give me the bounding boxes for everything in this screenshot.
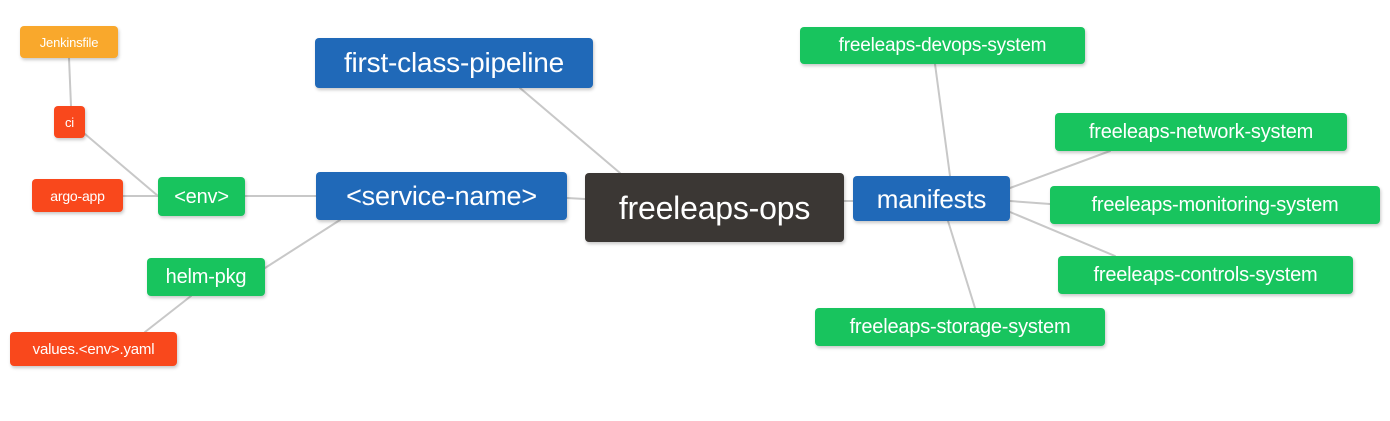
edge-service-name-to-freeleaps-ops [566, 197, 586, 200]
node-argo-app[interactable]: argo-app [32, 179, 123, 212]
edge-manifests-to-freeleaps-network-system [1009, 150, 1111, 189]
node-env[interactable]: <env> [158, 177, 245, 216]
node-freeleaps-network-system[interactable]: freeleaps-network-system [1055, 113, 1347, 151]
edge-values-yaml-to-helm-pkg [144, 295, 192, 333]
edge-first-class-pipeline-to-freeleaps-ops [519, 87, 621, 174]
node-values-yaml[interactable]: values.<env>.yaml [10, 332, 177, 366]
edge-manifests-to-freeleaps-storage-system [947, 220, 976, 309]
node-freeleaps-devops-system[interactable]: freeleaps-devops-system [800, 27, 1085, 64]
node-service-name[interactable]: <service-name> [316, 172, 567, 220]
node-helm-pkg[interactable]: helm-pkg [147, 258, 265, 296]
node-freeleaps-ops[interactable]: freeleaps-ops [585, 173, 844, 242]
edge-helm-pkg-to-service-name [264, 219, 341, 269]
edge-jenkinsfile-to-ci [68, 57, 72, 107]
node-jenkinsfile[interactable]: Jenkinsfile [20, 26, 118, 58]
node-freeleaps-storage-system[interactable]: freeleaps-storage-system [815, 308, 1105, 346]
node-freeleaps-monitoring-system[interactable]: freeleaps-monitoring-system [1050, 186, 1380, 224]
node-first-class-pipeline[interactable]: first-class-pipeline [315, 38, 593, 88]
node-manifests[interactable]: manifests [853, 176, 1010, 221]
node-freeleaps-controls-system[interactable]: freeleaps-controls-system [1058, 256, 1353, 294]
edge-freeleaps-devops-system-to-manifests [934, 63, 951, 177]
node-ci[interactable]: ci [54, 106, 85, 138]
edge-manifests-to-freeleaps-monitoring-system [1009, 200, 1051, 205]
